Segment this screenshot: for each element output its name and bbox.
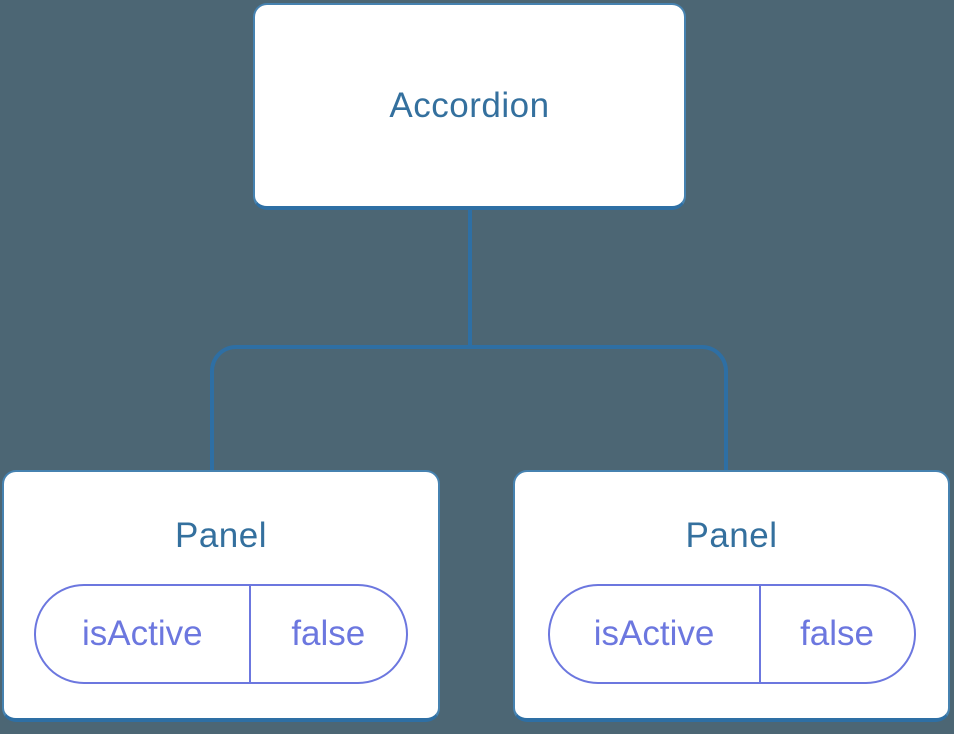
state-value: false [800,614,875,653]
tree-connector-bracket [210,345,728,470]
panel-node-left: Panel isActive false [2,470,440,722]
state-pill: isActive false [547,584,916,684]
state-value: false [291,614,366,653]
accordion-node-label: Accordion [389,85,550,125]
panel-node-label: Panel [685,516,778,555]
panel-node-label: Panel [174,516,268,555]
tree-connector-stem [468,210,472,347]
state-pill: isActive false [34,584,408,684]
state-key: isActive [36,586,251,682]
state-key: isActive [550,586,761,682]
panel-node-right: Panel isActive false [513,470,950,722]
accordion-node: Accordion [253,3,686,210]
